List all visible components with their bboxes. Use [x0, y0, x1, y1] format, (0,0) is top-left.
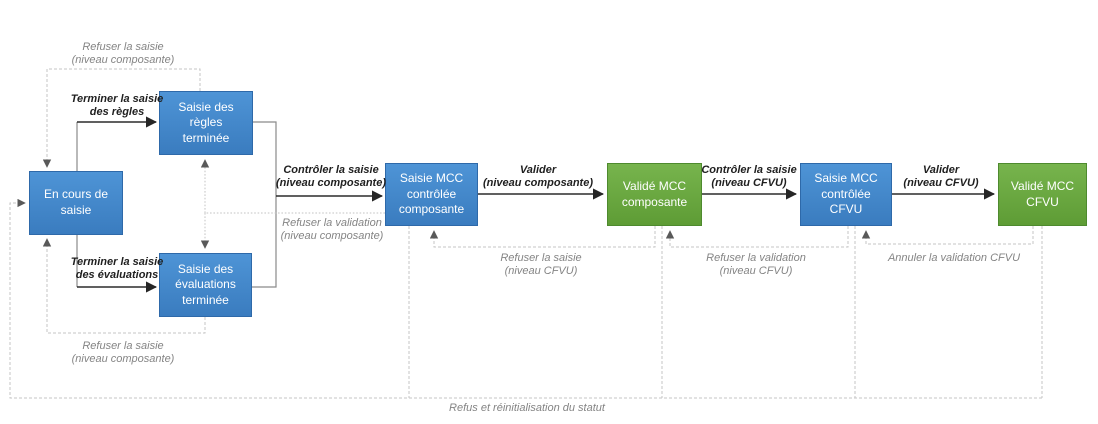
- stub-evaluations-to-merge: [252, 196, 277, 288]
- label-refuser-saisie-cfvu: Refuser la saisie (niveau CFVU): [500, 252, 582, 277]
- node-saisie-mcc-controlee-cfvu: Saisie MCC contrôlée CFVU: [800, 163, 892, 226]
- label-valider-cfvu: Valider (niveau CFVU): [903, 164, 979, 189]
- label-controler-saisie-cfvu: Contrôler la saisie (niveau CFVU): [701, 164, 797, 189]
- node-en-cours-de-saisie: En cours de saisie: [29, 171, 123, 235]
- node-valide-mcc-cfvu: Validé MCC CFVU: [998, 163, 1087, 226]
- label-annuler-validation-cfvu: Annuler la validation CFVU: [887, 252, 1021, 264]
- path-refuser-saisie-cfvu: [429, 226, 656, 248]
- path-refuser-saisie-composante-haut: [42, 68, 201, 168]
- label-refuser-validation-cfvu: Refuser la validation (niveau CFVU): [706, 252, 806, 277]
- path-refus-reinitialisation: [9, 203, 1043, 399]
- path-refuser-validation-cfvu: [665, 226, 849, 248]
- path-annuler-validation-cfvu: [861, 226, 1034, 245]
- label-refuser-saisie-composante-haut: Refuser la saisie (niveau composante): [71, 41, 175, 66]
- label-refus-reinitialisation: Refus et réinitialisation du statut: [449, 402, 605, 414]
- label-valider-composante: Valider (niveau composante): [482, 164, 594, 189]
- node-valide-mcc-composante: Validé MCC composante: [607, 163, 702, 226]
- label-terminer-saisie-evaluations: Terminer la saisie des évaluations: [70, 256, 164, 281]
- stub-regles-to-merge: [253, 121, 277, 196]
- label-terminer-saisie-regles: Terminer la saisie des règles: [70, 93, 164, 118]
- path-refuser-saisie-composante-bas: [42, 238, 206, 334]
- node-saisie-evaluations-terminee: Saisie des évaluations terminée: [159, 253, 252, 317]
- label-controler-saisie-composante: Contrôler la saisie (niveau composante): [275, 164, 387, 189]
- label-refuser-validation-composante: Refuser la validation (niveau composante…: [280, 217, 384, 242]
- node-saisie-mcc-controlee-composante: Saisie MCC contrôlée composante: [385, 163, 478, 226]
- node-saisie-regles-terminee: Saisie des règles terminée: [159, 91, 253, 155]
- label-refuser-saisie-composante-bas: Refuser la saisie (niveau composante): [71, 340, 175, 365]
